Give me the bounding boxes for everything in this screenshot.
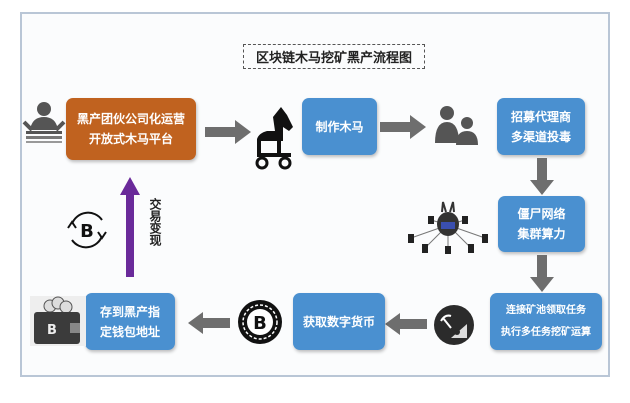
arrow-right <box>380 115 426 139</box>
step-make-trojan-line1: 制作木马 <box>315 119 364 134</box>
people-icon <box>435 106 478 145</box>
person-at-desk-icon <box>22 102 66 143</box>
trojan-horse-icon <box>255 107 293 170</box>
bitcoin-exchange-cycle-icon: B <box>67 211 107 249</box>
bitcoin-wallet-icon: B <box>30 296 86 346</box>
step-recruit-line2: 多渠道投毒 <box>510 129 571 144</box>
cashout-arrow-up <box>120 177 140 277</box>
step-make-trojan: 制作木马 <box>302 98 377 155</box>
step-mining-line1: 连接矿池领取任务 <box>506 304 586 316</box>
arrow-left <box>188 312 230 334</box>
step-platform: 黑产团伙公司化运营 开放式木马平台 <box>66 98 196 160</box>
botnet-robot-icon <box>408 201 488 254</box>
arrow-down <box>530 255 554 292</box>
step-recruit-line1: 招募代理商 <box>510 109 571 124</box>
step-wallet: 存到黑产指 定钱包地址 <box>85 293 175 350</box>
step-wallet-line2: 定钱包地址 <box>99 324 160 339</box>
cashout-label: 交易变现 <box>148 198 162 246</box>
svg-text:B: B <box>253 313 267 334</box>
step-obtain-line1: 获取数字货币 <box>302 314 375 329</box>
step-platform-line2: 开放式木马平台 <box>88 132 173 146</box>
step-botnet-line2: 集群算力 <box>517 227 566 241</box>
step-botnet-line1: 僵尸网络 <box>517 207 566 221</box>
arrow-left <box>385 313 427 335</box>
arrow-down <box>530 158 554 195</box>
pickaxe-mining-icon <box>434 305 474 345</box>
step-botnet: 僵尸网络 集群算力 <box>498 196 585 252</box>
bitcoin-coin-icon: B <box>238 300 282 344</box>
step-mining-line2: 执行多任务挖矿运算 <box>501 326 591 338</box>
diagram-title: 区块链木马挖矿黑产流程图 <box>243 44 425 69</box>
svg-text:B: B <box>47 323 57 338</box>
step-obtain-coin: 获取数字货币 <box>293 293 385 350</box>
step-mining: 连接矿池领取任务 执行多任务挖矿运算 <box>490 293 602 350</box>
step-recruit: 招募代理商 多渠道投毒 <box>497 98 585 155</box>
step-wallet-line1: 存到黑产指 <box>99 304 160 319</box>
step-platform-line1: 黑产团伙公司化运营 <box>76 112 185 126</box>
arrow-right <box>205 120 251 144</box>
svg-text:B: B <box>80 221 94 242</box>
